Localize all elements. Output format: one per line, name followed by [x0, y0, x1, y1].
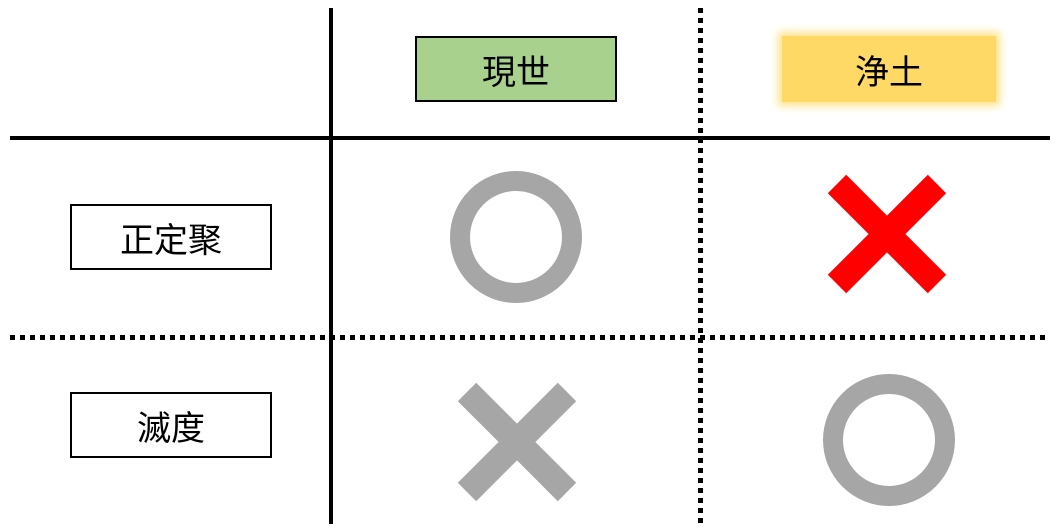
vertical-divider-solid	[329, 8, 333, 524]
column-header-jodo-label: 浄土	[855, 52, 923, 93]
column-header-genze: 現世	[415, 36, 617, 102]
column-header-genze-label: 現世	[482, 52, 550, 93]
horizontal-divider-dotted	[10, 335, 1050, 340]
horizontal-divider-solid	[10, 136, 1050, 140]
row-label-metsudo: 滅度	[70, 392, 272, 458]
row-label-metsudo-text: 滅度	[137, 408, 205, 449]
column-header-jodo: 浄土	[782, 36, 996, 102]
cross-mark-genze-metsudo	[457, 382, 577, 502]
row-label-shojoju-text: 正定聚	[120, 220, 222, 261]
cross-mark-jodo-shojoju	[827, 174, 947, 294]
circle-mark-jodo-metsudo	[823, 374, 955, 506]
circle-mark-genze-shojoju	[450, 171, 582, 303]
vertical-divider-dotted	[698, 8, 703, 524]
row-label-shojoju: 正定聚	[70, 204, 272, 270]
